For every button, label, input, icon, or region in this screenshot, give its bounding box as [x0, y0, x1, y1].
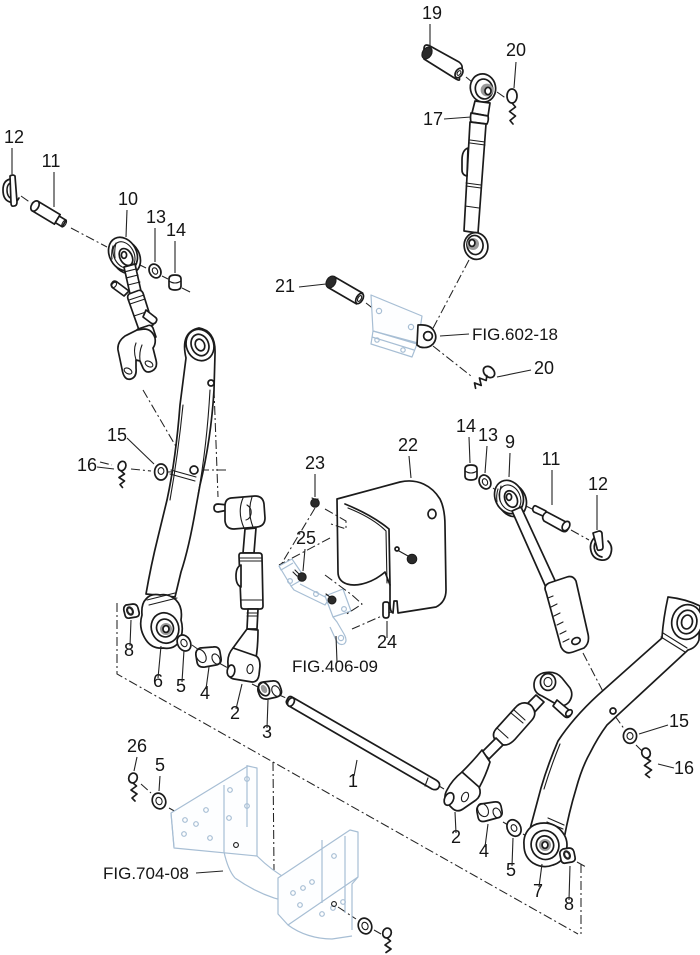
svg-text:8: 8 [564, 894, 574, 914]
svg-text:8: 8 [124, 640, 134, 660]
svg-text:1: 1 [348, 771, 358, 791]
svg-text:12: 12 [4, 127, 24, 147]
svg-text:FIG.602-18: FIG.602-18 [472, 325, 558, 344]
svg-text:7: 7 [533, 881, 543, 901]
svg-text:20: 20 [534, 358, 554, 378]
svg-text:FIG.704-08: FIG.704-08 [103, 864, 189, 883]
svg-text:21: 21 [275, 276, 295, 296]
svg-text:13: 13 [478, 425, 498, 445]
svg-text:12: 12 [588, 474, 608, 494]
svg-text:2: 2 [230, 703, 240, 723]
svg-text:FIG.406-09: FIG.406-09 [292, 657, 378, 676]
svg-text:3: 3 [262, 722, 272, 742]
svg-text:5: 5 [155, 755, 165, 775]
svg-text:20: 20 [506, 40, 526, 60]
svg-text:16: 16 [674, 758, 694, 778]
svg-text:11: 11 [42, 151, 61, 171]
svg-text:5: 5 [176, 676, 186, 696]
svg-text:19: 19 [422, 3, 442, 23]
svg-text:4: 4 [200, 683, 210, 703]
svg-text:22: 22 [398, 435, 418, 455]
svg-text:24: 24 [377, 632, 397, 652]
svg-text:23: 23 [305, 453, 325, 473]
svg-text:25: 25 [296, 528, 316, 548]
svg-text:17: 17 [423, 109, 443, 129]
svg-text:14: 14 [166, 220, 186, 240]
svg-text:11: 11 [542, 449, 561, 469]
svg-text:26: 26 [127, 736, 147, 756]
svg-text:10: 10 [118, 189, 138, 209]
svg-text:5: 5 [506, 860, 516, 880]
svg-text:16: 16 [77, 455, 97, 475]
svg-text:2: 2 [451, 827, 461, 847]
svg-text:13: 13 [146, 207, 166, 227]
svg-text:14: 14 [456, 416, 476, 436]
svg-text:4: 4 [479, 841, 489, 861]
svg-text:6: 6 [153, 671, 163, 691]
svg-text:15: 15 [669, 711, 689, 731]
svg-text:15: 15 [107, 425, 127, 445]
svg-text:9: 9 [505, 432, 515, 452]
